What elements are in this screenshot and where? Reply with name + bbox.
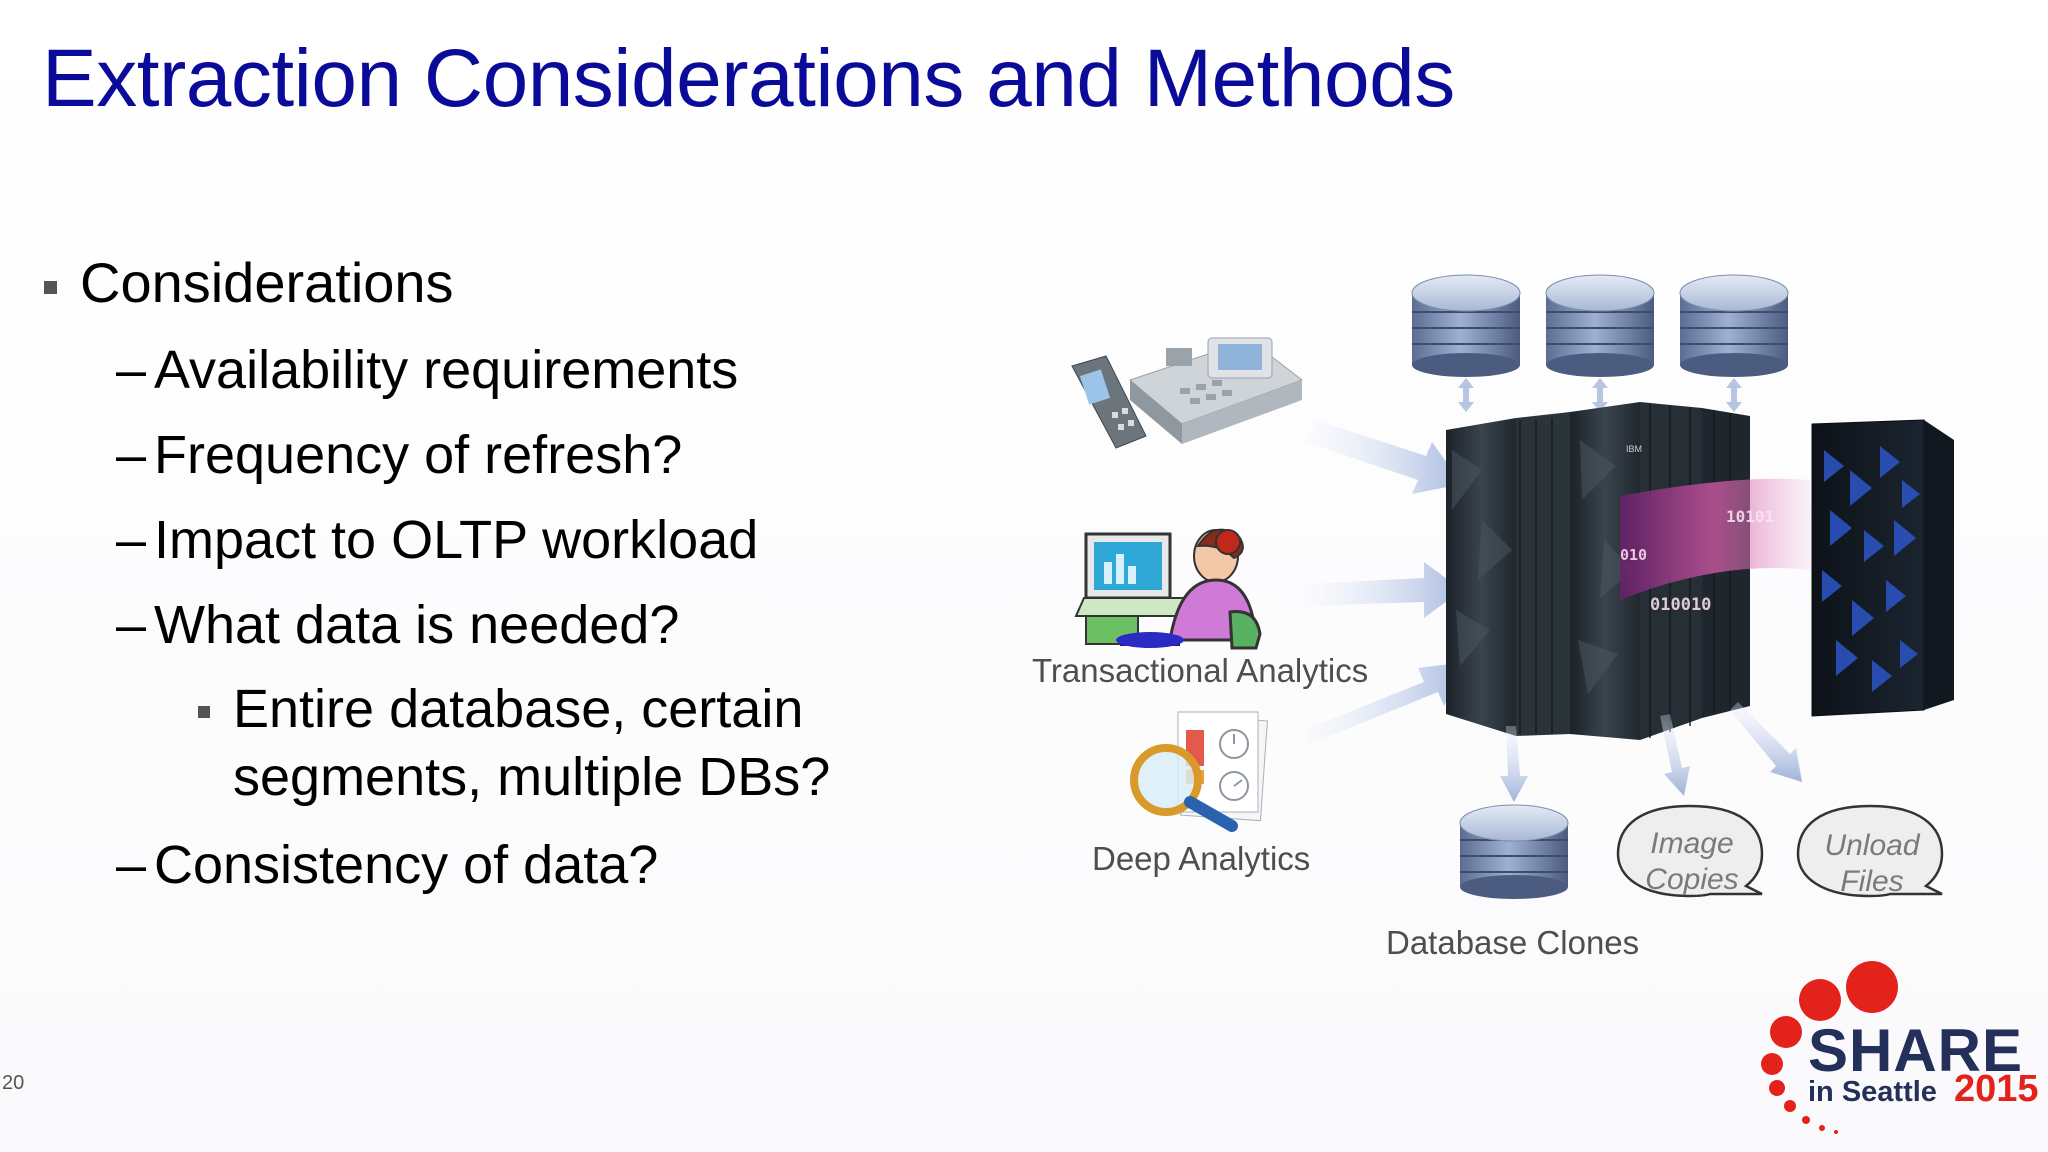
slide-number: 20 [2,1072,25,1094]
magnifier-documents-icon [1130,711,1268,832]
bullet-square-icon [44,281,57,294]
bullet-square-icon [198,706,210,718]
sub-bullet-frequency: –Frequency of refresh? [116,425,683,485]
share-logo-location: in Seattle [1808,1076,1937,1108]
binary-stream-text: 10101 010 010010 [1620,507,1774,615]
unload-files-label: Unload Files [1810,828,1934,900]
bidirectional-arrows-icon [1458,378,1742,412]
data-stream [1620,478,1810,600]
stream-text-2: 010 [1620,546,1647,564]
deep-analytics-label: Deep Analytics [1092,840,1311,877]
unload-files-line1: Unload [1824,829,1920,862]
share-logo-year: 2015 [1954,1068,2039,1110]
mainframe-icon: IBM [1446,402,1750,740]
arrow-mainframe-to-image-copies [1660,714,1690,796]
sub-bullet-impact: –Impact to OLTP workload [116,510,759,570]
transactional-analytics-label: Transactional Analytics [1032,652,1369,689]
dash-marker: – [116,835,147,895]
sub-bullet-what-data: –What data is needed? [116,595,680,655]
sub-bullet-availability: –Availability requirements [116,340,739,400]
analyst-at-computer-icon [1074,528,1262,650]
database-clone-icon [1459,804,1569,899]
image-copies-bubble [1616,804,1764,898]
sub-sub-bullet-entire-line2: segments, multiple DBs? [233,747,831,807]
database-top-2-icon [1545,274,1655,377]
arrow-deep-to-mainframe [1304,662,1466,744]
slide-title: Extraction Considerations and Methods [42,33,1455,124]
image-copies-label: Image Copies [1630,826,1754,898]
dash-marker: – [116,425,147,485]
unload-files-bubble [1796,804,1944,898]
arrow-mainframe-to-unload-files [1730,702,1802,782]
unload-files-line2: Files [1840,865,1904,898]
database-top-3-icon [1679,274,1789,377]
arrow-mainframe-to-clones [1500,726,1528,802]
sub-bullet-consistency: –Consistency of data? [116,835,659,895]
image-copies-line2: Copies [1645,863,1739,896]
image-copies-line1: Image [1650,827,1734,860]
arrow-pos-to-mainframe [1306,420,1462,494]
stream-text-3: 010010 [1650,595,1711,615]
mainframe-brand-label: IBM [1626,444,1642,454]
database-top-1-icon [1411,274,1521,377]
dash-marker: – [116,510,147,570]
point-of-sale-terminal-icon [1128,337,1304,444]
bullet-considerations: Considerations [80,251,454,314]
stream-text-1: 10101 [1726,507,1774,526]
dash-marker: – [116,595,147,655]
share-logo-icon [1761,961,1898,1134]
database-clones-label: Database Clones [1386,924,1640,961]
share-logo-text: SHARE [1808,1017,2024,1084]
sub-sub-bullet-entire-line1: Entire database, certain [233,679,804,739]
dash-marker: – [116,340,147,400]
handheld-scanner-icon [1071,355,1147,449]
arrow-transactional-to-mainframe [1304,562,1462,618]
storage-rack-icon [1811,419,1954,717]
